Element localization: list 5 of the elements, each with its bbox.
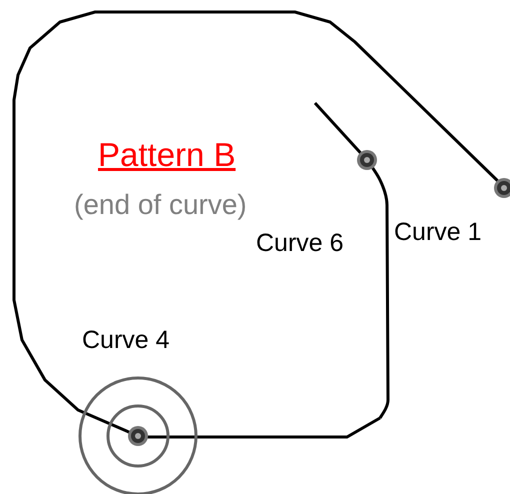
subheading: (end of curve)	[74, 191, 247, 219]
curve-label: Curve 1	[394, 220, 482, 245]
curve-label: Curve 6	[256, 231, 344, 256]
curve-label: Curve 4	[82, 328, 170, 353]
heading: Pattern B	[98, 138, 236, 171]
